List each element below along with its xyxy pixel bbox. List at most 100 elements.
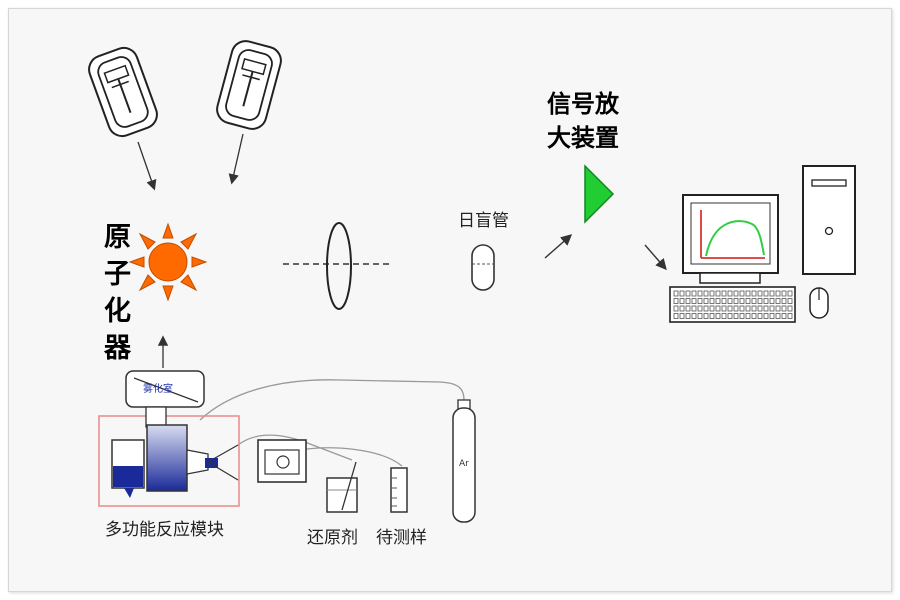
keyboard-key [727,298,733,304]
keyboard-key [703,313,709,319]
keyboard-key [697,313,703,319]
keyboard-key [679,298,685,304]
spray-chamber-icon: 雾化室 [125,370,205,408]
keyboard-key [691,305,697,312]
keyboard-key [763,305,769,312]
keyboard-key [709,290,715,297]
keyboard-key [781,305,787,312]
svg-text:化: 化 [104,296,131,327]
keyboard-key [745,305,751,312]
computer-tower-icon [802,165,856,275]
pump-icon [257,439,307,483]
keyboard-key [709,313,715,319]
keyboard-key [715,290,721,297]
keyboard-key [769,305,775,312]
keyboard-key [721,305,727,312]
gas-line-upper [199,379,465,421]
keyboard-key [685,290,691,297]
keyboard-key [673,313,679,319]
argon-cylinder-icon: Ar [452,399,476,523]
keyboard-key [775,290,781,297]
keyboard-key [721,313,727,319]
keyboard-key [685,305,691,312]
keyboard-key [703,290,709,297]
svg-text:信号放: 信号放 [547,90,620,118]
keyboard-key [685,313,691,319]
keyboard-key [769,298,775,304]
argon-label: Ar [459,459,469,469]
keyboard-key [757,313,763,319]
keyboard-key [751,313,757,319]
reaction-module-icon [111,406,239,498]
reductant-label: 还原剂 [307,528,358,548]
keyboard-key [733,305,739,312]
keyboard-key [757,298,763,304]
keyboard-key [787,290,793,297]
keyboard-key [727,290,733,297]
keyboard-key [703,305,709,312]
keyboard-key [733,313,739,319]
svg-text:原: 原 [104,222,131,253]
keyboard-key [697,305,703,312]
keyboard-key [763,290,769,297]
keyboard-key [739,313,745,319]
keyboard-key [781,290,787,297]
keyboard-key [745,313,751,319]
lamp-left-icon [88,46,158,138]
keyboard-key [751,290,757,297]
keyboard-key [715,305,721,312]
reductant-beaker-icon [326,461,358,513]
keyboard-key [721,290,727,297]
keyboard-key [769,313,775,319]
keyboard-key [757,290,763,297]
keyboard-key [703,298,709,304]
keyboard-key [685,298,691,304]
pmt-label: 日盲管 [458,211,509,231]
amplifier-label: 信号放 大装置 [547,90,620,152]
keyboard-key [691,313,697,319]
keyboard-key [691,290,697,297]
sample-tube-icon [390,467,408,513]
flame-sun-icon [128,222,208,302]
lamp-right-arrow [228,133,244,185]
keyboard-key [679,313,685,319]
keyboard-key [715,298,721,304]
amp-to-computer-arrow [644,244,667,271]
keyboard-key [781,298,787,304]
keyboard-key [775,298,781,304]
module-label: 多功能反应模块 [105,520,224,540]
keyboard-key [745,290,751,297]
svg-text:器: 器 [103,333,132,364]
sample-label: 待测样 [376,528,427,548]
svg-text:子: 子 [104,259,131,290]
keyboard-key [787,305,793,312]
gas-line-lower [237,434,353,461]
chamber-label: 雾化室 [143,382,173,395]
keyboard-key [787,298,793,304]
keyboard-key [691,298,697,304]
keyboard-key [733,290,739,297]
pmt-to-amp-arrow [544,234,573,259]
keyboard-key [673,305,679,312]
sample-line [299,447,403,467]
keyboard-key [787,313,793,319]
keyboard-key [739,305,745,312]
keyboard-key [673,298,679,304]
keyboard-key [781,313,787,319]
keyboard-key [733,298,739,304]
keyboard-icon [669,286,796,323]
keyboard-key [679,305,685,312]
mouse-icon [809,287,829,319]
keyboard-key [697,298,703,304]
svg-text:大装置: 大装置 [547,124,619,152]
keyboard-key [673,290,679,297]
keyboard-key [739,298,745,304]
keyboard-key [709,305,715,312]
keyboard-key [721,298,727,304]
keyboard-key [775,313,781,319]
keyboard-key [745,298,751,304]
keyboard-key [715,313,721,319]
keyboard-key [697,290,703,297]
keyboard-key [751,298,757,304]
